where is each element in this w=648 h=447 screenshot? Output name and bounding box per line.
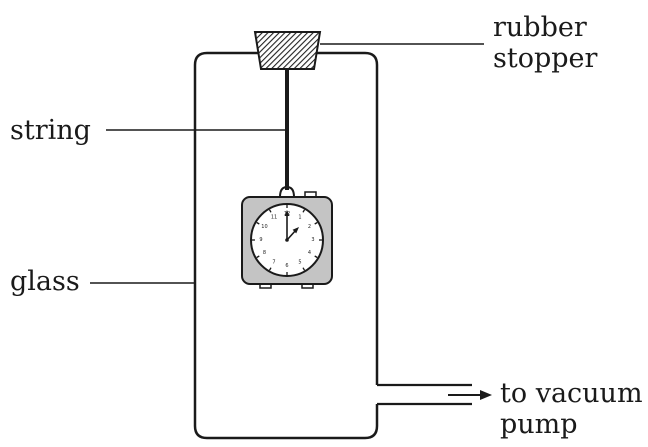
- glass-label: glass: [10, 266, 80, 297]
- vacuum-pump-label-line1: to vacuum: [500, 378, 643, 409]
- clock-hour-hand-tip: [292, 227, 299, 234]
- rubber-stopper: [253, 31, 322, 70]
- clock-tick: [256, 255, 260, 259]
- clock-numeral: 6: [285, 263, 288, 269]
- clock-tick: [314, 221, 318, 225]
- glass-jar-outline: [193, 51, 379, 440]
- clock-tick: [268, 209, 272, 213]
- clock-tick: [314, 255, 318, 259]
- clock-numeral: 10: [261, 224, 267, 230]
- clock-center-pin: [285, 238, 289, 242]
- clock-numeral: 1: [298, 214, 301, 220]
- vacuum-pump-label: to vacuum pump: [500, 378, 643, 440]
- vacuum-arrow-head: [480, 390, 492, 400]
- clock-numeral: 7: [272, 260, 275, 266]
- string-label: string: [10, 115, 91, 146]
- clock-tick: [302, 267, 306, 271]
- clock-tick: [302, 209, 306, 213]
- clock-numeral: 8: [263, 250, 266, 256]
- clock-tick: [256, 221, 260, 225]
- clock-hanger-loop: [279, 185, 295, 198]
- rubber-stopper-label: rubber stopper: [493, 12, 597, 74]
- clock-numerals: 121234567891011: [259, 211, 314, 269]
- rubber-stopper-label-line1: rubber: [493, 12, 587, 43]
- clock-numeral: 4: [308, 250, 311, 256]
- vacuum-pump-label-line2: pump: [500, 409, 578, 440]
- clock-tick: [268, 267, 272, 271]
- clock-numeral: 5: [298, 260, 301, 266]
- rubber-stopper-label-line2: stopper: [493, 43, 598, 74]
- clock-numeral: 3: [311, 237, 314, 243]
- clock-tick-marks: [252, 205, 322, 275]
- clock-numeral: 11: [271, 214, 277, 220]
- clock-minute-hand-tip: [284, 210, 290, 216]
- clock-numeral: 2: [308, 224, 311, 230]
- clock-numeral: 9: [259, 237, 262, 243]
